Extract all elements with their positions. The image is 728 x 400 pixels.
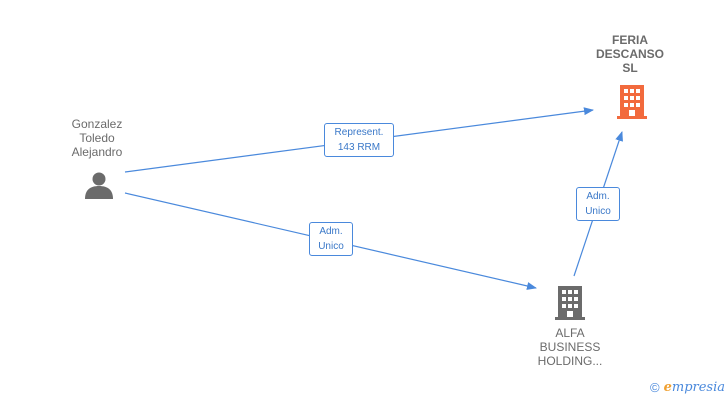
person-icon[interactable]: [84, 171, 114, 204]
building-icon[interactable]: [617, 85, 647, 124]
edge-label-adm-unico-alfa[interactable]: Adm. Unico: [309, 222, 353, 256]
brand-footer: © empresia: [650, 380, 725, 395]
node-label-alfa: ALFA BUSINESS HOLDING...: [537, 326, 603, 368]
edge-label-represent[interactable]: Represent. 143 RRM: [324, 123, 394, 157]
edge-label-adm-unico-feria[interactable]: Adm. Unico: [576, 187, 620, 221]
copyright-icon: ©: [650, 380, 660, 395]
node-label-person: Gonzalez Toledo Alejandro: [71, 117, 123, 159]
node-label-feria: FERIA DESCANSO SL: [595, 33, 664, 75]
building-icon[interactable]: [555, 286, 585, 325]
brand-logo: empresia: [663, 380, 726, 395]
